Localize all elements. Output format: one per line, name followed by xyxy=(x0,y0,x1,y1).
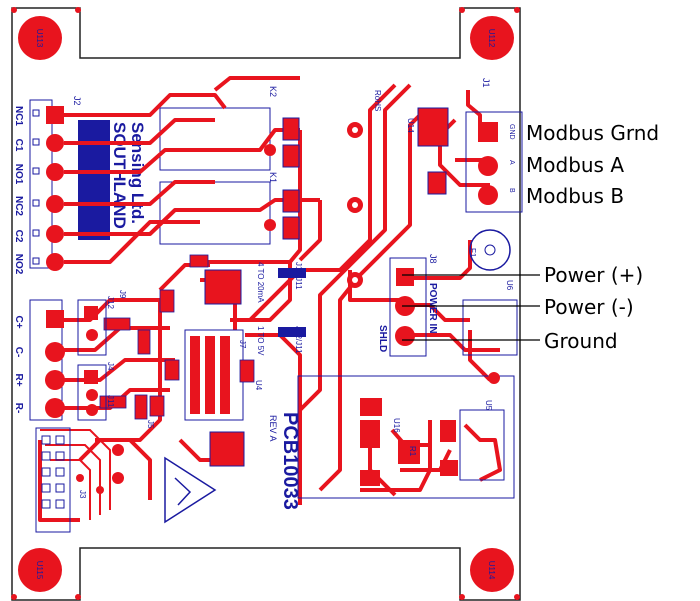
svg-text:J12: J12 xyxy=(106,296,115,309)
regulator-u5: U5 R1 U16 xyxy=(297,372,515,499)
svg-text:R+: R+ xyxy=(13,373,24,386)
svg-text:1 TO 5V: 1 TO 5V xyxy=(256,326,265,356)
logo-line1: SOUTHLAND xyxy=(110,122,129,229)
svg-text:POWER IN: POWER IN xyxy=(427,283,438,334)
callout-power-pos: Power (+) xyxy=(544,263,643,287)
svg-text:K2: K2 xyxy=(268,86,278,97)
svg-text:NC2: NC2 xyxy=(13,196,24,216)
svg-text:J7: J7 xyxy=(238,340,247,349)
svg-text:U114: U114 xyxy=(487,561,496,580)
svg-text:NO2: NO2 xyxy=(13,254,24,275)
svg-text:J5: J5 xyxy=(146,420,155,429)
svg-text:J9: J9 xyxy=(118,290,127,299)
svg-text:R-: R- xyxy=(13,403,24,414)
svg-text:U113: U113 xyxy=(35,29,44,48)
svg-text:NO1: NO1 xyxy=(13,164,24,185)
svg-text:SHLD: SHLD xyxy=(377,325,388,352)
jumper-block: 4 TO 20mA 1 TO 5V J12/J11 J12/J11 xyxy=(256,262,306,356)
svg-text:J12/J11: J12/J11 xyxy=(294,326,303,354)
power-connector-j8: J8 POWER IN SHLD xyxy=(377,254,438,357)
mount-hole-tr: U112 xyxy=(470,16,514,60)
mount-hole-tl: U113 xyxy=(18,16,62,60)
svg-text:J2: J2 xyxy=(72,96,82,106)
header-j3: J3 xyxy=(35,427,87,533)
svg-text:C+: C+ xyxy=(13,315,24,328)
svg-text:J4: J4 xyxy=(106,362,115,371)
svg-text:J12/J11: J12/J11 xyxy=(294,262,303,290)
svg-text:U5: U5 xyxy=(484,400,493,411)
rs485-pin-labels: C+ C- R+ R- xyxy=(13,315,24,413)
callout-power-neg: Power (-) xyxy=(544,295,634,319)
svg-text:C1: C1 xyxy=(13,139,24,152)
svg-text:B: B xyxy=(508,188,515,193)
callout-modbus-b: Modbus B xyxy=(526,184,624,208)
svg-text:F1: F1 xyxy=(468,248,477,258)
svg-text:U16: U16 xyxy=(392,418,401,433)
svg-text:J8: J8 xyxy=(428,254,438,264)
svg-text:4 TO 20mA: 4 TO 20mA xyxy=(256,262,265,303)
svg-text:U4: U4 xyxy=(254,380,263,391)
fuse-f1: F1 U6 xyxy=(462,229,518,356)
modbus-connector-j1: J1 GND A B xyxy=(465,78,523,213)
relay-pads xyxy=(264,117,363,240)
svg-text:U14: U14 xyxy=(406,118,415,133)
mount-hole-br: U114 xyxy=(470,548,514,592)
relay-pin-labels: NC1 C1 NO1 NC2 C2 NO2 xyxy=(13,106,24,275)
callout-ground: Ground xyxy=(544,329,618,353)
svg-text:R1: R1 xyxy=(408,446,417,457)
callout-leaders xyxy=(402,274,540,341)
vias xyxy=(76,444,124,494)
logo-block xyxy=(78,120,110,240)
callout-modbus-grnd: Modbus Grnd xyxy=(526,121,659,145)
esd-warning-logo xyxy=(164,456,217,524)
svg-text:A: A xyxy=(508,160,515,165)
svg-text:U6: U6 xyxy=(505,280,514,291)
smd-parts xyxy=(99,254,255,420)
svg-text:NC1: NC1 xyxy=(13,106,24,126)
svg-text:K1: K1 xyxy=(268,172,278,183)
svg-text:J11: J11 xyxy=(106,395,115,408)
svg-text:GND: GND xyxy=(508,124,515,140)
board-rev: REV A xyxy=(268,415,278,442)
mount-hole-bl: U115 xyxy=(18,548,62,592)
svg-text:U115: U115 xyxy=(35,561,44,580)
callout-modbus-a: Modbus A xyxy=(526,153,624,177)
analog-connector-block: J12 J4 J11 J5 J7 J9 xyxy=(29,290,247,429)
board-id: PCB10033 xyxy=(279,412,301,510)
svg-text:C-: C- xyxy=(13,347,24,358)
svg-text:C2: C2 xyxy=(13,230,24,243)
svg-text:U112: U112 xyxy=(487,29,496,48)
ic-u14: U14 RoHS xyxy=(373,90,449,195)
svg-text:J3: J3 xyxy=(78,490,87,499)
terminal-block-j2: J2 xyxy=(29,96,82,271)
svg-text:RoHS: RoHS xyxy=(373,90,382,111)
svg-text:J1: J1 xyxy=(481,78,491,88)
